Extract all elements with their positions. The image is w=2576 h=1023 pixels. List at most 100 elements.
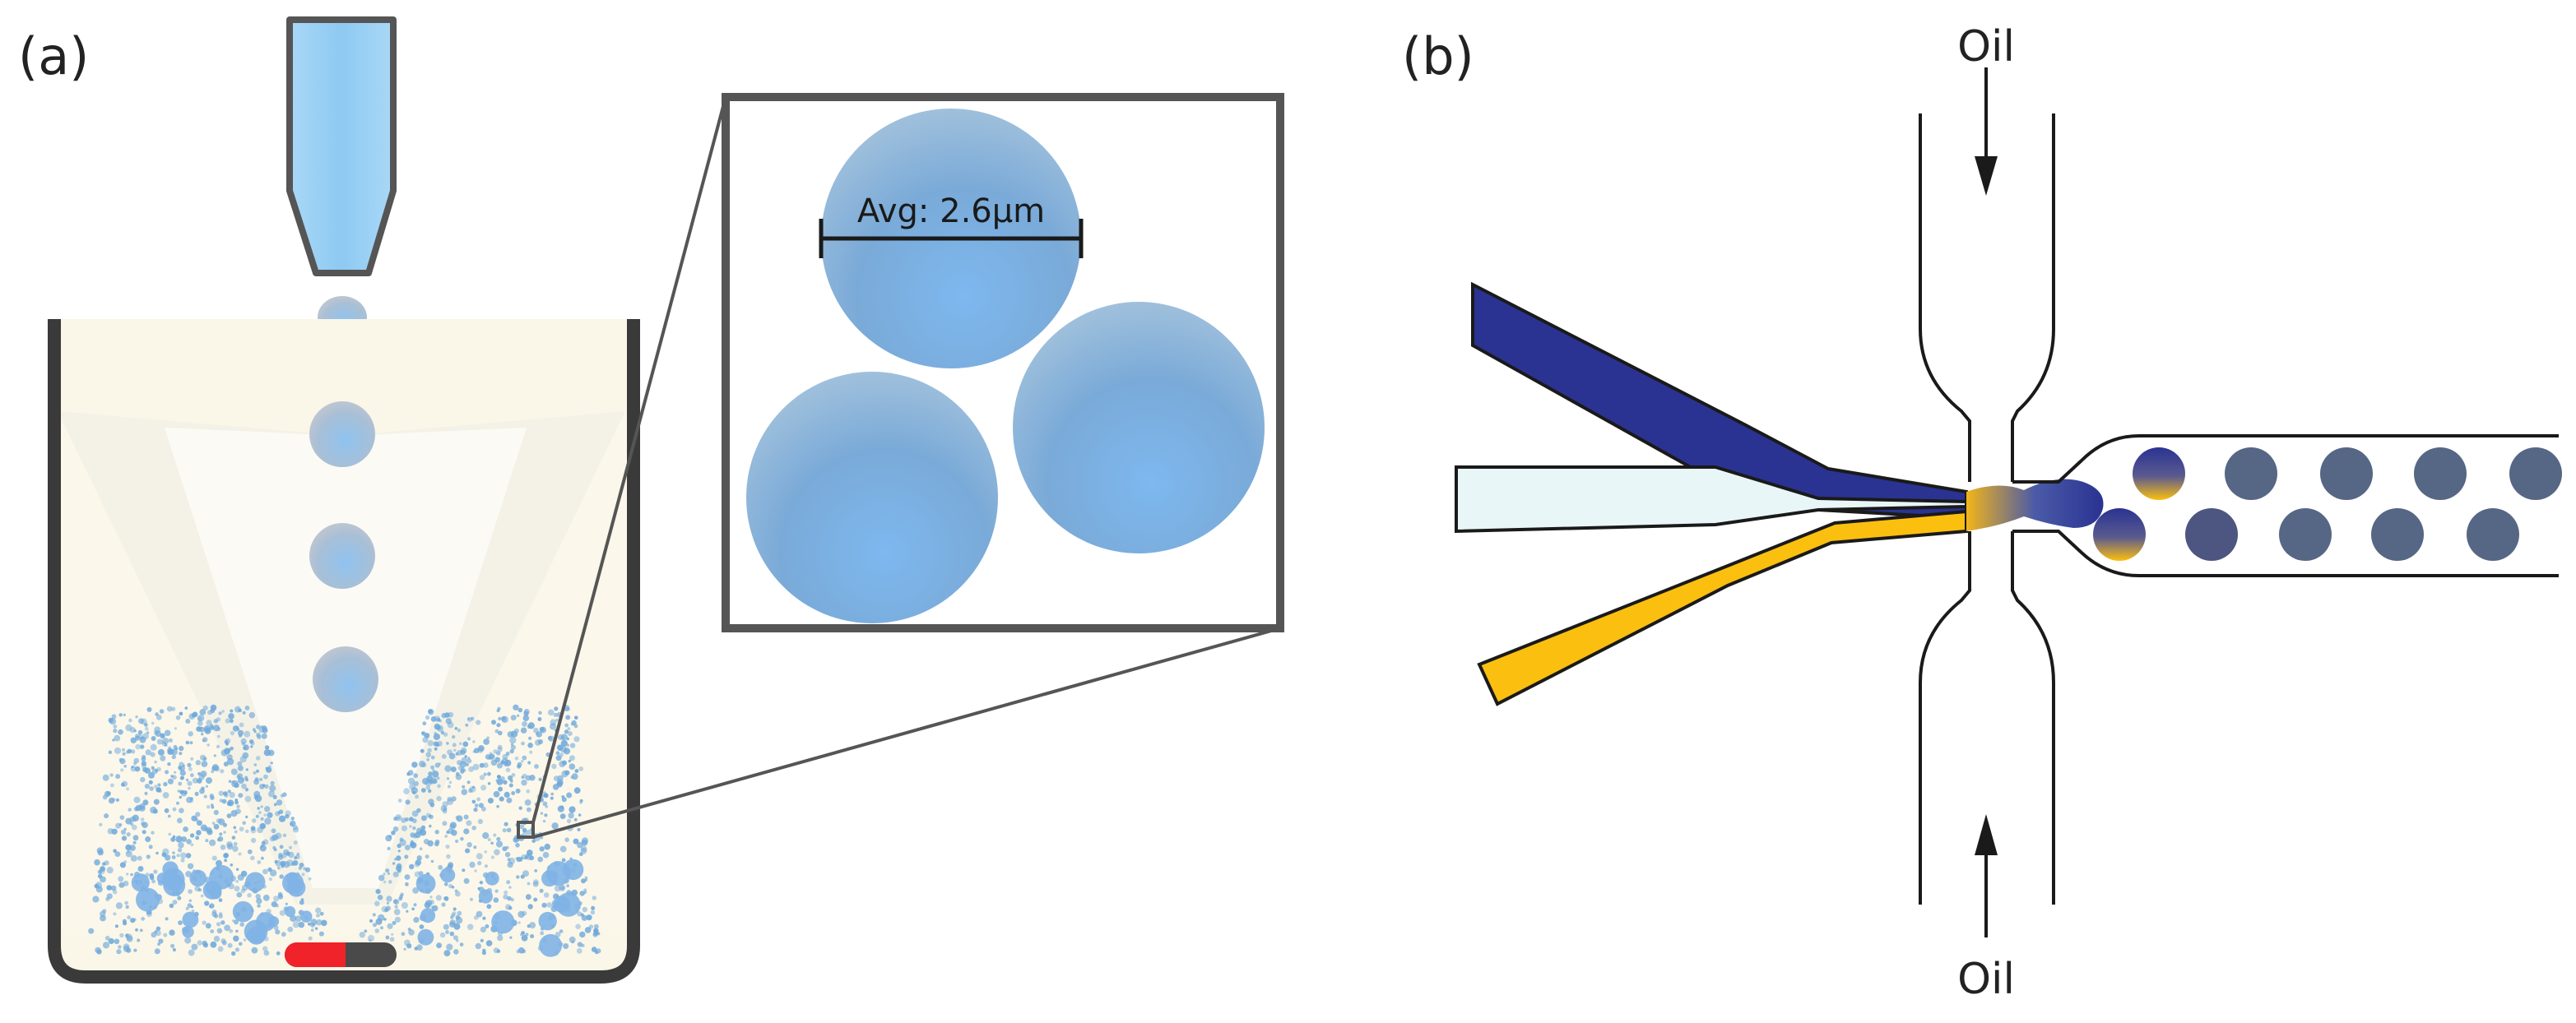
microparticle <box>122 752 126 756</box>
microparticle <box>174 727 177 730</box>
collected-droplets <box>2093 447 2562 561</box>
microparticle <box>202 940 207 947</box>
microparticle <box>166 706 173 712</box>
microparticle <box>478 745 485 752</box>
microparticle <box>197 772 202 775</box>
microparticle <box>525 894 531 900</box>
microparticle <box>429 824 432 828</box>
microparticle <box>248 711 256 719</box>
microparticle <box>178 920 183 925</box>
microparticle <box>505 767 511 773</box>
microparticle <box>578 813 582 817</box>
microparticle <box>553 712 558 717</box>
microparticle <box>255 893 261 900</box>
microparticle <box>411 810 419 817</box>
microparticle <box>497 747 503 752</box>
microparticle <box>407 770 414 776</box>
microparticle <box>518 806 522 810</box>
microparticle <box>466 820 472 826</box>
microparticle <box>498 730 503 736</box>
microparticle <box>133 757 140 764</box>
microparticle <box>519 859 522 862</box>
microparticle <box>264 817 272 825</box>
microparticle <box>133 948 137 952</box>
microparticle <box>461 789 468 795</box>
microparticle <box>448 780 453 785</box>
microparticle <box>505 904 512 910</box>
microparticle <box>153 869 158 874</box>
microparticle <box>234 886 240 892</box>
microparticle <box>141 916 146 921</box>
microparticle <box>516 949 520 954</box>
microparticle <box>290 862 295 866</box>
microparticle <box>169 929 175 936</box>
microparticle <box>257 860 262 864</box>
microparticle <box>256 769 259 773</box>
microparticle <box>244 730 251 738</box>
microparticle <box>274 859 278 864</box>
microparticle <box>580 845 587 853</box>
microparticle <box>111 714 117 720</box>
microparticle <box>241 742 245 746</box>
microparticle <box>457 728 462 733</box>
microparticle <box>479 762 485 768</box>
microparticle <box>227 789 231 794</box>
microparticle <box>253 763 258 766</box>
microparticle <box>239 722 244 728</box>
microparticle <box>186 778 189 782</box>
microparticle <box>115 902 123 910</box>
microparticle <box>276 951 281 956</box>
microparticle <box>507 861 513 868</box>
microparticle <box>487 798 494 804</box>
microparticle <box>207 805 211 809</box>
microparticle <box>109 773 114 777</box>
microparticle <box>300 910 313 923</box>
microparticle <box>426 775 434 782</box>
microparticle <box>157 942 160 946</box>
microparticle <box>453 748 457 752</box>
microparticle <box>511 791 516 795</box>
microparticle <box>508 783 513 788</box>
microparticle <box>206 720 212 726</box>
microparticle <box>591 947 597 952</box>
microparticle <box>210 941 217 948</box>
microparticle <box>137 855 142 861</box>
microparticle <box>542 819 546 823</box>
microparticle <box>485 924 490 928</box>
microparticle <box>527 904 533 910</box>
microparticle <box>213 724 220 732</box>
microparticle <box>463 828 470 835</box>
microparticle <box>218 711 222 715</box>
microparticle <box>448 862 454 868</box>
microparticle <box>436 795 442 802</box>
microparticle <box>241 783 247 789</box>
microparticle <box>188 899 192 902</box>
microparticle <box>540 836 544 840</box>
microparticle <box>218 898 223 902</box>
microparticle <box>443 896 449 901</box>
microparticle <box>415 794 419 799</box>
microparticle <box>434 841 439 847</box>
microparticle <box>216 928 223 934</box>
microparticle <box>217 734 220 738</box>
microparticle <box>380 926 383 930</box>
microparticle <box>466 923 474 930</box>
microparticle <box>299 863 304 868</box>
microparticle <box>235 808 241 814</box>
microparticle <box>234 798 239 802</box>
microparticle <box>462 785 466 789</box>
microparticle <box>270 780 275 786</box>
microparticle <box>430 755 435 760</box>
microparticle <box>537 856 544 863</box>
microparticle <box>507 858 511 862</box>
microparticle <box>453 907 457 911</box>
microparticle <box>504 890 508 895</box>
microparticle <box>569 806 576 813</box>
microparticle <box>151 736 156 741</box>
microparticle <box>473 915 479 920</box>
microparticle <box>527 761 531 765</box>
microparticle <box>395 814 402 822</box>
microparticle <box>529 922 536 929</box>
microparticle <box>504 852 511 858</box>
microparticle <box>568 812 574 819</box>
